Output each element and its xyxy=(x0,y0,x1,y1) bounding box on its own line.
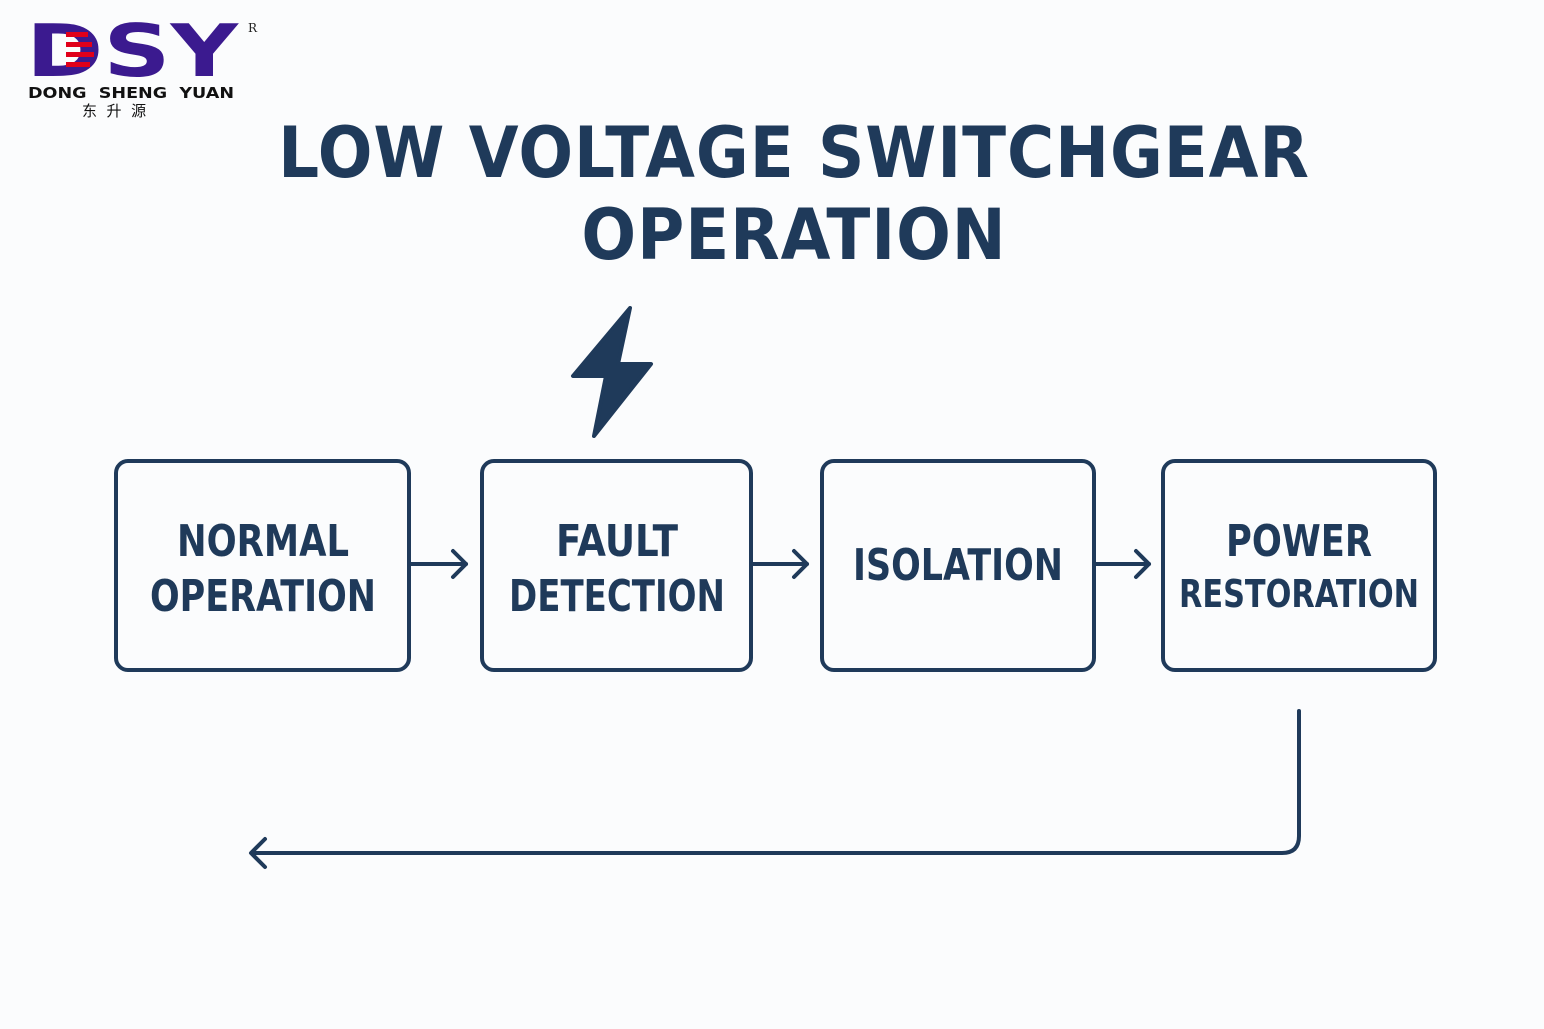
step-label-restoration: RESTORATION xyxy=(1179,572,1419,616)
logo-registered-mark: R xyxy=(248,21,258,35)
step-box-isolation xyxy=(820,459,1096,672)
step-label-fault: FAULT xyxy=(556,516,678,567)
logo-accent-stripes xyxy=(66,32,94,67)
return-arrow-to-normal-operation xyxy=(249,709,1301,869)
step-label-normal: NORMAL xyxy=(177,516,349,567)
step-label-operation: OPERATION xyxy=(150,571,376,622)
dsy-logo: DSY R DONG SHENG YUAN 东 升 源 xyxy=(26,18,266,120)
page-title: LOW VOLTAGE SWITCHGEAR OPERATION xyxy=(278,112,1310,276)
logo-mark: DSY xyxy=(26,18,239,93)
arrow-fault-to-isolation xyxy=(751,549,809,579)
step-label-power: POWER xyxy=(1226,516,1372,567)
lightning-bolt-icon xyxy=(571,306,653,438)
step-box-normal-operation xyxy=(114,459,411,672)
step-box-fault-detection xyxy=(480,459,753,672)
step-label-isolation: ISOLATION xyxy=(853,540,1063,591)
arrow-isolation-to-restoration xyxy=(1094,549,1151,579)
step-label-detection: DETECTION xyxy=(509,571,725,622)
arrow-normal-to-fault xyxy=(409,549,468,579)
logo-chinese-name: 东 升 源 xyxy=(82,102,146,120)
logo-english-name: DONG SHENG YUAN xyxy=(28,84,234,102)
step-box-power-restoration xyxy=(1161,459,1437,672)
